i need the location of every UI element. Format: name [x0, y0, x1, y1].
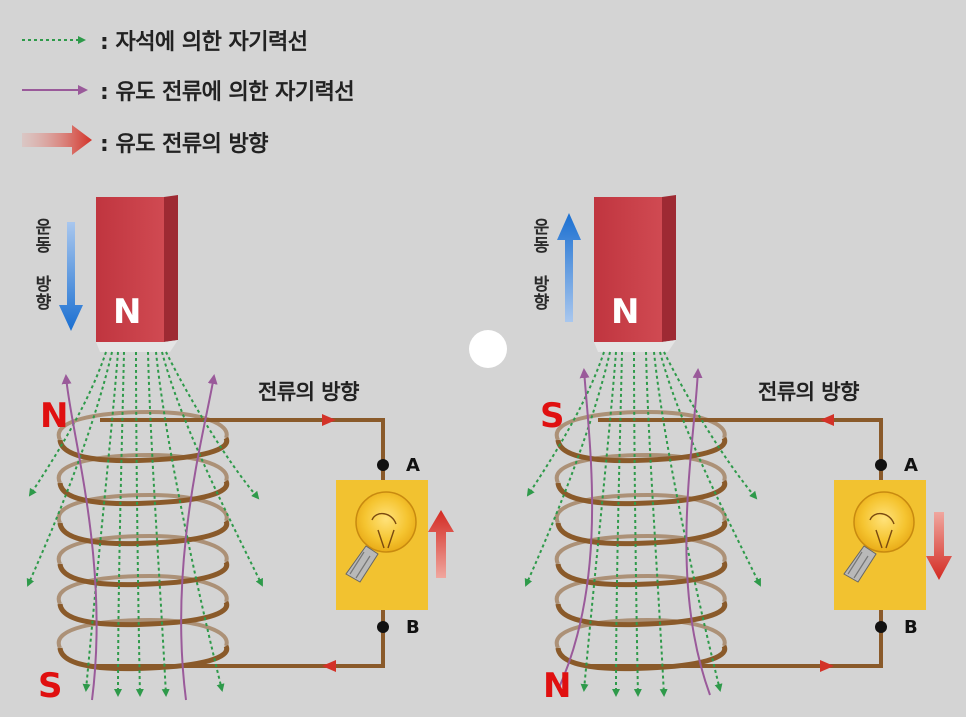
- right-wire-top: [598, 418, 883, 482]
- left-magnet-field-line-6: [155, 351, 225, 692]
- right-wire-bottom-arrow: [820, 660, 834, 672]
- right-coil-front-4: [555, 600, 728, 628]
- legend-current-label: : 유도 전류의 방향: [100, 132, 268, 157]
- right-magnet-field-line-1: [524, 351, 611, 587]
- right-coil-back-2: [554, 492, 727, 524]
- left-magnet-field-line-2: [82, 351, 119, 692]
- left-coil-back-2: [56, 492, 229, 524]
- right-bulb-glass: [853, 491, 915, 553]
- right-coil-top-pole: S: [540, 396, 565, 436]
- left-coil-front-4: [57, 600, 230, 628]
- left-induced-field-line-1: [180, 374, 218, 701]
- right-bulb-filament: [869, 513, 895, 549]
- left-coil-back-1: [56, 452, 229, 484]
- right-terminal-b-dot: [875, 621, 887, 633]
- legend-induced-field-label: : 유도 전류에 의한 자기력선: [100, 80, 355, 105]
- right-bulb-thread: [847, 551, 869, 579]
- left-coil-top-pole: N: [40, 396, 69, 436]
- right-induced-field-line-1: [685, 368, 711, 696]
- right-induced-field-lines: [557, 368, 711, 696]
- right-wire-top-arrow: [820, 414, 834, 426]
- right-terminal-b: B: [904, 617, 918, 638]
- right-magnet-field-line-8: [663, 351, 758, 500]
- left-magnet-field-lines: [26, 351, 263, 697]
- legend-magnet-label: : 자석에 의한 자기력선: [100, 30, 308, 55]
- left-coil-front-2: [57, 519, 230, 547]
- right-motion-label: 운동 방향: [529, 218, 549, 311]
- legend-current-arrow-sample: [22, 125, 92, 155]
- left-panel: [26, 195, 454, 701]
- right-terminal-a-dot: [875, 459, 887, 471]
- right-coil-back-3: [554, 533, 727, 565]
- left-induced-field-lines: [61, 374, 218, 701]
- left-terminal-b-dot: [377, 621, 389, 633]
- right-magnet-field-line-4: [633, 351, 642, 697]
- left-terminal-a: A: [406, 455, 420, 476]
- left-magnet-field-line-4: [135, 351, 144, 697]
- right-coil-front-0: [555, 436, 728, 464]
- right-magnet-field-line-7: [659, 351, 761, 587]
- left-bulb-current-arrow: [428, 510, 454, 578]
- right-coil-front-1: [555, 479, 728, 507]
- left-coil-back-5: [56, 617, 229, 649]
- left-bulb-base: [345, 545, 379, 583]
- left-magnet-front: [96, 197, 164, 342]
- left-magnet-side: [164, 195, 178, 342]
- left-coil-back-4: [56, 573, 229, 605]
- right-coil: [554, 409, 728, 672]
- left-bulb-thread: [349, 551, 371, 579]
- right-coil-front-2: [555, 519, 728, 547]
- left-motion-arrow: [59, 222, 83, 331]
- left-wire-top-arrow: [322, 414, 336, 426]
- right-magnet-field-lines: [524, 351, 761, 697]
- center-dot: [469, 330, 507, 368]
- left-coil-back-3: [56, 533, 229, 565]
- left-terminal-b: B: [406, 617, 420, 638]
- right-terminal-a: A: [904, 455, 918, 476]
- left-wire-bottom-arrow: [322, 660, 336, 672]
- right-coil-back-5: [554, 617, 727, 649]
- right-magnet-pole-label: N: [611, 292, 640, 332]
- right-magnet-base: [594, 340, 676, 352]
- right-coil-back-4: [554, 573, 727, 605]
- right-motion-arrow: [557, 213, 581, 322]
- left-terminal-a-dot: [377, 459, 389, 471]
- right-bulb-current-arrow: [926, 512, 952, 580]
- left-coil-front-1: [57, 479, 230, 507]
- left-coil-front-3: [57, 560, 230, 588]
- right-coil-back-1: [554, 452, 727, 484]
- left-coil-bottom-pole: S: [38, 666, 63, 706]
- right-magnet-field-line-5: [645, 351, 668, 697]
- left-magnet-pole-label: N: [113, 292, 142, 332]
- left-magnet-base: [96, 340, 178, 352]
- left-coil: [56, 409, 230, 672]
- right-magnet-front: [594, 197, 662, 342]
- left-coil-front-5: [57, 644, 230, 672]
- right-magnet-field-line-0: [526, 351, 605, 497]
- right-bulb-base: [843, 545, 877, 583]
- left-bulb-filament: [371, 513, 397, 549]
- right-magnet-side: [662, 195, 676, 342]
- left-bulb-glass: [355, 491, 417, 553]
- left-induced-field-line-0: [61, 374, 98, 701]
- left-magnet-field-line-5: [147, 351, 170, 697]
- right-magnet-field-line-2: [580, 351, 617, 692]
- left-motion-label: 운동 방향: [31, 218, 51, 311]
- left-magnet-field-line-8: [165, 351, 260, 500]
- left-current-direction-label: 전류의 방향: [258, 380, 359, 404]
- right-magnet-field-line-6: [653, 351, 723, 692]
- left-magnet-field-line-1: [26, 351, 113, 587]
- right-magnet-field-line-3: [612, 351, 623, 697]
- right-coil-front-3: [555, 560, 728, 588]
- right-current-direction-label: 전류의 방향: [758, 380, 859, 404]
- left-magnet-field-line-3: [114, 351, 125, 697]
- right-panel: [524, 195, 952, 697]
- right-coil-bottom-pole: N: [543, 666, 572, 706]
- left-wire-top: [100, 418, 385, 482]
- right-induced-field-line-0: [557, 368, 594, 691]
